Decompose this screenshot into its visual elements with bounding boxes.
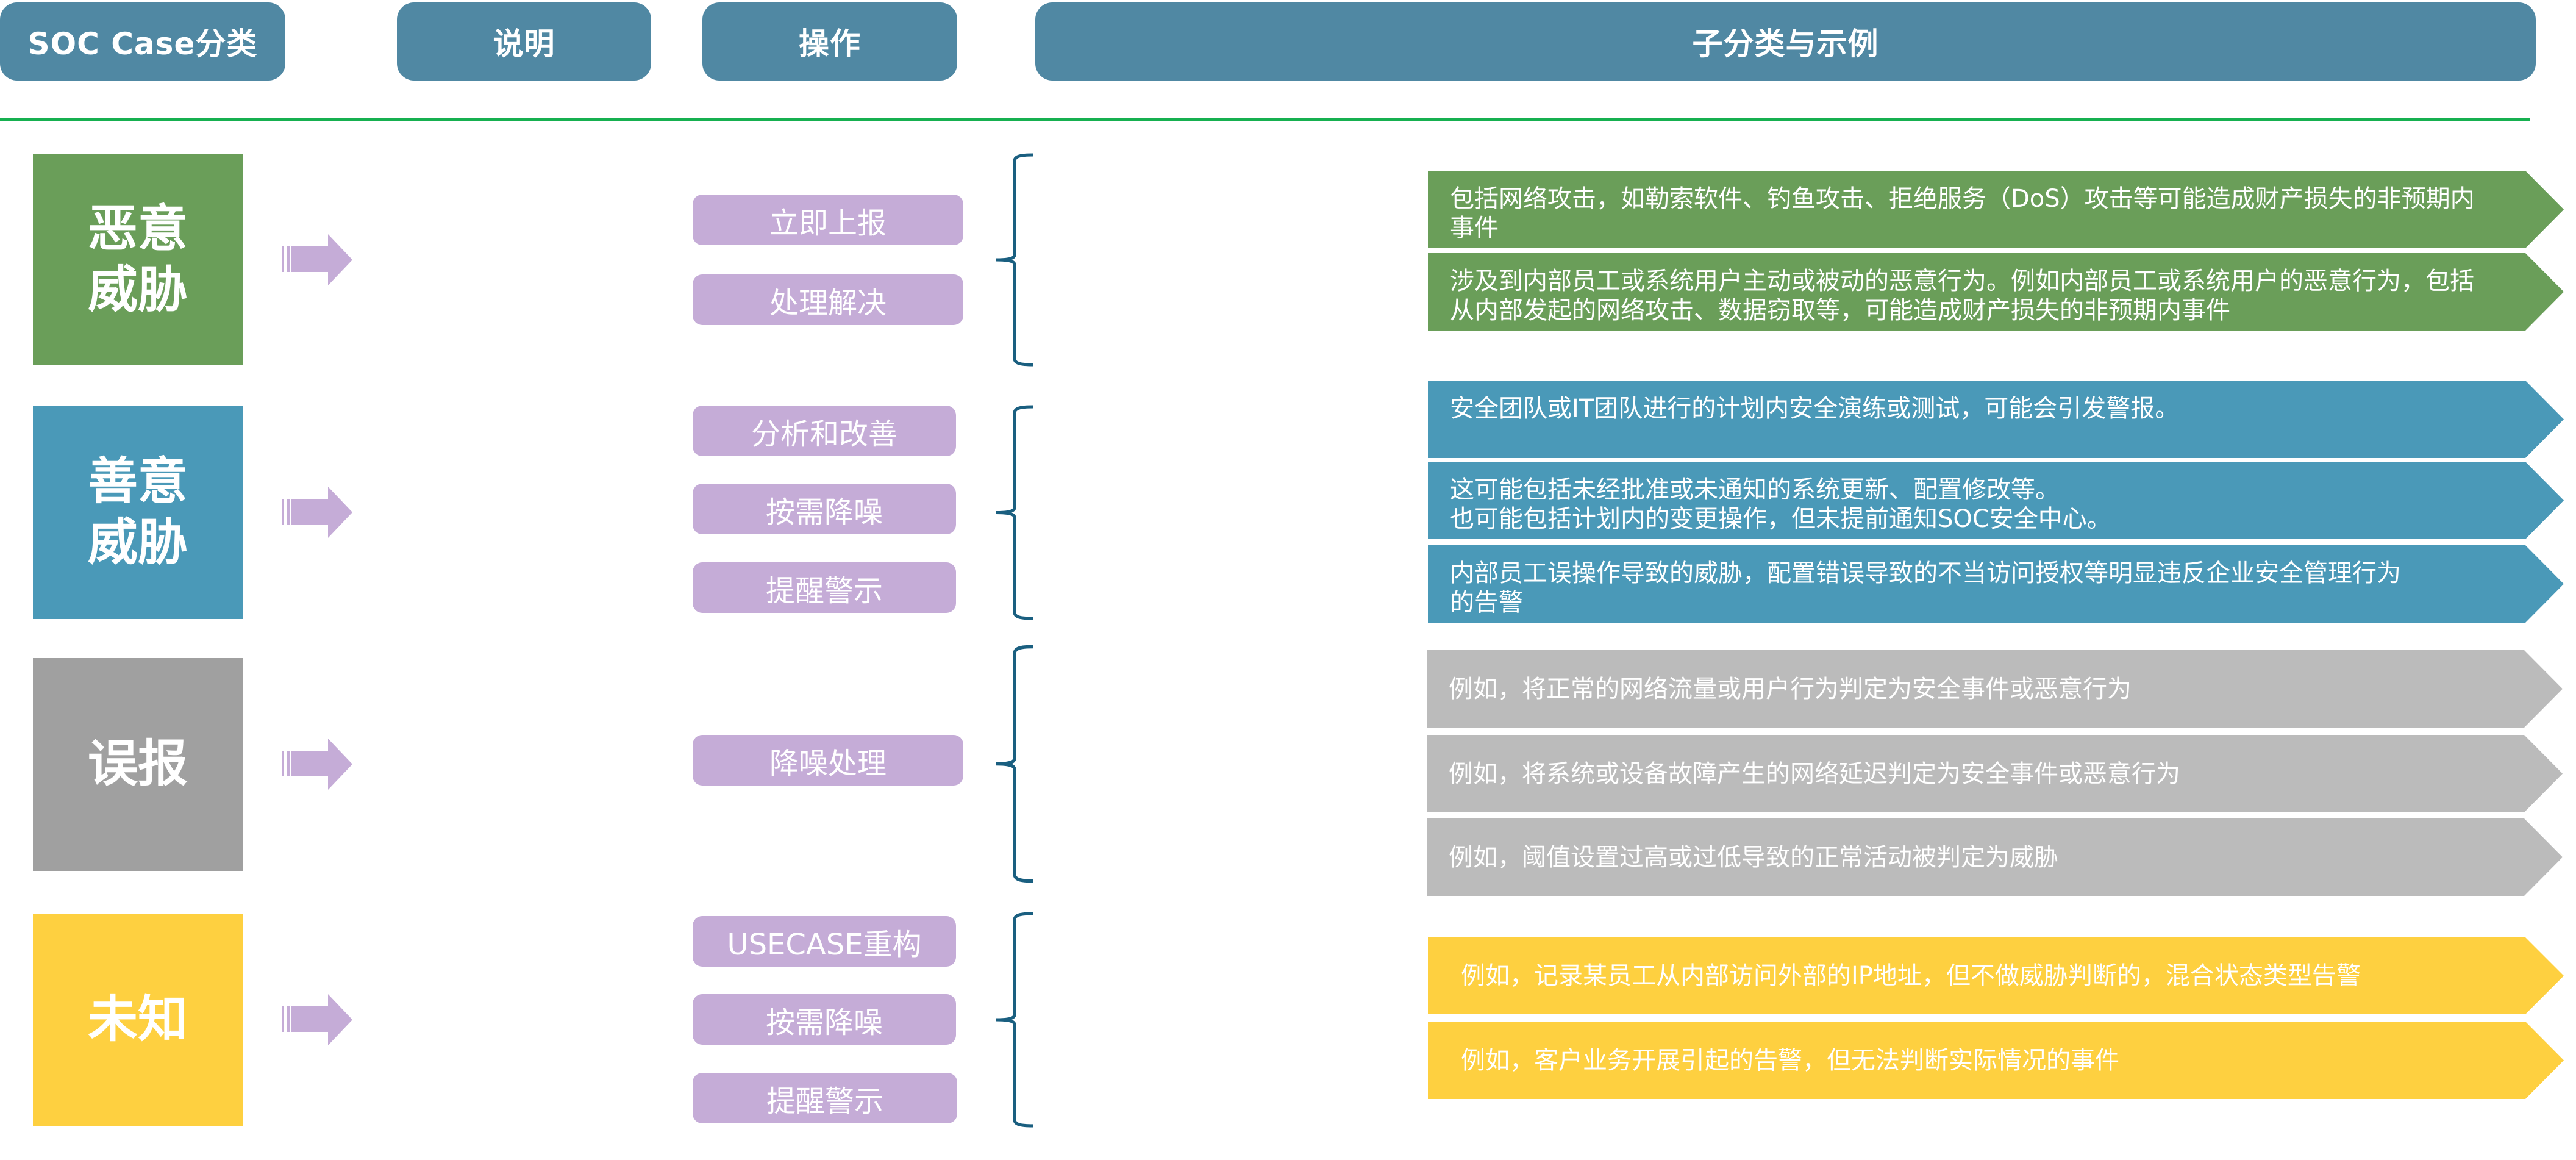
example-text: 例如，将正常的网络流量或用户行为判定为安全事件或恶意行为 (1449, 675, 2132, 703)
example-fp-device-latency: 例如，将系统或设备故障产生的网络延迟判定为安全事件或恶意行为 (1427, 735, 2563, 812)
action-label: USECASE重构 (727, 927, 922, 962)
action-reminder-warning: 提醒警示 (693, 562, 956, 613)
example-unknown-ip-access: 例如，记录某员工从内部访问外部的IP地址，但不做威胁判断的，混合状态类型告警 (1428, 937, 2564, 1014)
example-malicious-external-attack: 包括网络攻击，如勒索软件、钓鱼攻击、拒绝服务（DoS）攻击等可能造成财产损失的非… (1428, 171, 2564, 248)
example-malicious-insider: 涉及到内部员工或系统用户主动或被动的恶意行为。例如内部员工或系统用户的恶意行为，… (1428, 253, 2564, 331)
chevron-shape (1428, 545, 2564, 623)
action-handle-resolve: 处理解决 (693, 274, 963, 325)
header-subcategory-examples: 子分类与示例 (1035, 2, 2536, 81)
action-label: 按需降噪 (765, 495, 883, 529)
category-label: 误报 (87, 735, 188, 793)
action-denoise-on-demand: 按需降噪 (693, 994, 956, 1045)
category-malicious-threat: 恶意威胁 (33, 154, 243, 365)
example-text: 内部员工误操作导致的威胁，配置错误导致的不当访问授权等明显违反企业安全管理行为 … (1450, 559, 2401, 617)
action-label: 处理解决 (769, 285, 887, 320)
action-usecase-refactor: USECASE重构 (693, 916, 956, 967)
brace-icon (996, 153, 1033, 367)
action-label: 降噪处理 (769, 746, 887, 781)
example-benign-planned-drill: 安全团队或IT团队进行的计划内安全演练或测试，可能会引发警报。 (1428, 381, 2564, 458)
brace-icon (996, 405, 1033, 620)
chevron-shape (1428, 171, 2564, 248)
chevron-shape (1428, 462, 2564, 539)
example-benign-unnotified-change: 这可能包括未经批准或未通知的系统更新、配置修改等。 也可能包括计划内的变更操作，… (1428, 462, 2564, 539)
chevron-shape (1428, 381, 2564, 458)
example-text: 例如，将系统或设备故障产生的网络延迟判定为安全事件或恶意行为 (1449, 759, 2180, 788)
action-label: 提醒警示 (766, 1084, 883, 1119)
example-benign-misoperation: 内部员工误操作导致的威胁，配置错误导致的不当访问授权等明显违反企业安全管理行为 … (1428, 545, 2564, 623)
category-label: 恶意威胁 (87, 199, 188, 319)
category-false-positive: 误报 (33, 658, 243, 871)
example-unknown-business-alert: 例如，客户业务开展引起的告警，但无法判断实际情况的事件 (1428, 1022, 2564, 1099)
example-fp-threshold: 例如，阈值设置过高或过低导致的正常活动被判定为威胁 (1427, 818, 2563, 896)
arrow-right-icon (282, 994, 352, 1045)
action-label: 分析和改善 (751, 417, 897, 451)
chevron-shape (1428, 253, 2564, 331)
brace-icon (996, 645, 1033, 883)
action-label: 立即上报 (769, 206, 887, 240)
example-text: 涉及到内部员工或系统用户主动或被动的恶意行为。例如内部员工或系统用户的恶意行为，… (1450, 267, 2474, 324)
chevron-shape (1427, 650, 2563, 728)
arrow-right-icon (282, 739, 352, 790)
action-reminder-warning: 提醒警示 (693, 1073, 957, 1123)
action-denoise-processing: 降噪处理 (693, 735, 963, 786)
header-soc-case-category-label: SOC Case分类 (27, 26, 258, 62)
category-label: 善意威胁 (87, 452, 188, 571)
header-description: 说明 (397, 2, 651, 81)
example-text: 包括网络攻击，如勒索软件、钓鱼攻击、拒绝服务（DoS）攻击等可能造成财产损失的非… (1450, 185, 2475, 242)
category-benign-threat: 善意威胁 (33, 406, 243, 619)
header-description-label: 说明 (493, 26, 555, 62)
example-text: 安全团队或IT团队进行的计划内安全演练或测试，可能会引发警报。 (1450, 395, 2180, 423)
example-fp-normal-traffic: 例如，将正常的网络流量或用户行为判定为安全事件或恶意行为 (1427, 650, 2563, 728)
example-text: 这可能包括未经批准或未通知的系统更新、配置修改等。 也可能包括计划内的变更操作，… (1450, 476, 2111, 533)
header-divider (0, 118, 2530, 121)
chevron-shape (1428, 937, 2564, 1014)
action-analyze-improve: 分析和改善 (693, 406, 956, 456)
arrow-right-icon (282, 234, 352, 285)
header-soc-case-category: SOC Case分类 (0, 2, 285, 81)
category-label: 未知 (87, 990, 188, 1048)
action-immediate-report: 立即上报 (693, 195, 963, 245)
action-denoise-on-demand: 按需降噪 (693, 484, 956, 534)
header-action: 操作 (702, 2, 957, 81)
chevron-shape (1428, 1022, 2564, 1099)
action-label: 按需降噪 (765, 1005, 883, 1040)
action-label: 提醒警示 (765, 573, 883, 608)
example-text: 例如，客户业务开展引起的告警，但无法判断实际情况的事件 (1461, 1046, 2119, 1075)
chevron-shape (1427, 735, 2563, 812)
brace-icon (996, 912, 1033, 1128)
example-text: 例如，记录某员工从内部访问外部的IP地址，但不做威胁判断的，混合状态类型告警 (1461, 962, 2361, 990)
category-unknown: 未知 (33, 914, 243, 1126)
arrow-right-icon (282, 487, 352, 538)
example-text: 例如，阈值设置过高或过低导致的正常活动被判定为威胁 (1449, 843, 2058, 872)
chevron-shape (1427, 818, 2563, 896)
header-action-label: 操作 (799, 26, 861, 62)
header-subcategory-examples-label: 子分类与示例 (1692, 26, 1879, 62)
